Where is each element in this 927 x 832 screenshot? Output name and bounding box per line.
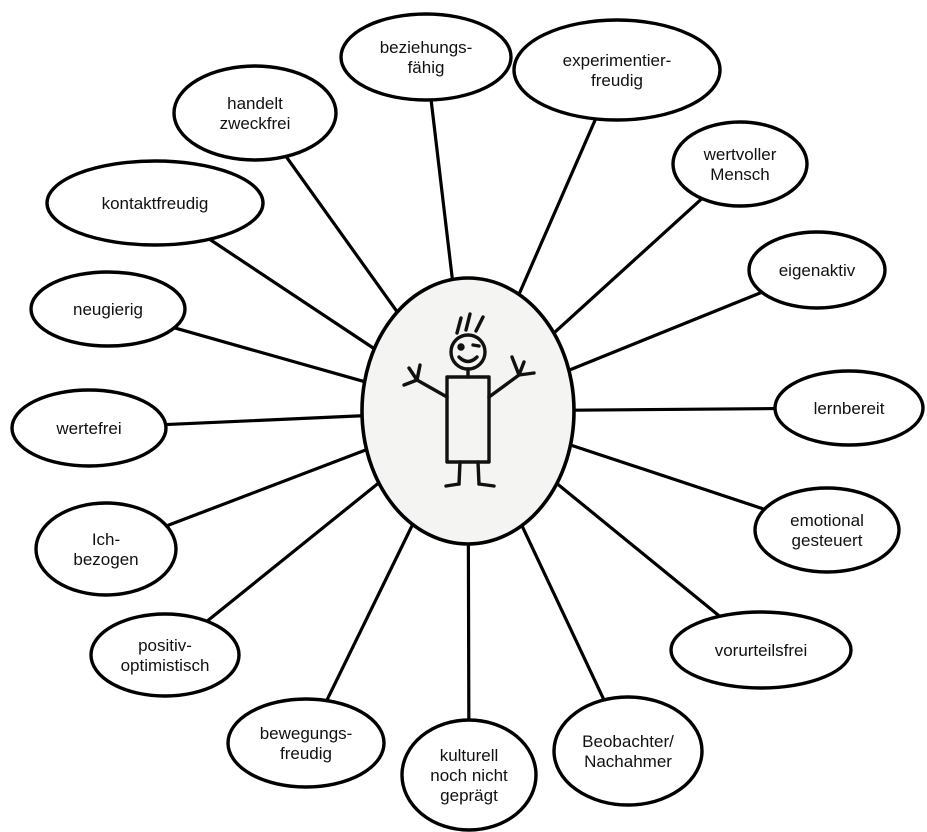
connector-line-emotional-gesteuert bbox=[568, 443, 767, 511]
node-beobachter-nachahmer: Beobachter/Nachahmer bbox=[552, 695, 704, 807]
connector-line-vorurteilsfrei bbox=[555, 481, 722, 618]
connector-lines bbox=[164, 98, 777, 722]
node-ellipse bbox=[226, 697, 386, 789]
node-ellipse bbox=[10, 388, 168, 468]
node-experimentierfreudig: experimentier-freudig bbox=[512, 18, 722, 122]
node-ellipse bbox=[669, 610, 853, 690]
node-label-line: kulturell bbox=[440, 746, 499, 765]
center-node bbox=[360, 276, 576, 546]
node-bewegungsfreudig: bewegungs-freudig bbox=[226, 697, 386, 789]
node-label-line: positiv- bbox=[138, 636, 192, 655]
node-label-line: kontaktfreudig bbox=[102, 194, 209, 213]
node-ellipse bbox=[671, 120, 809, 208]
node-ellipse bbox=[400, 718, 538, 832]
node-label-line: bezogen bbox=[73, 550, 138, 569]
connector-line-handelt-zweckfrei bbox=[284, 154, 399, 314]
node-label-line: Mensch bbox=[710, 165, 770, 184]
connector-line-beziehungsfaehig bbox=[429, 98, 454, 282]
center-ellipse bbox=[360, 276, 576, 546]
node-positiv-optimistisch: positiv-optimistisch bbox=[89, 612, 241, 698]
node-ellipse bbox=[552, 695, 704, 807]
node-vorurteilsfrei: vorurteilsfrei bbox=[669, 610, 853, 690]
node-label-line: wertefrei bbox=[55, 419, 121, 438]
node-wertefrei: wertefrei bbox=[10, 388, 168, 468]
node-label-line: Ich- bbox=[92, 530, 120, 549]
node-label-line: wertvoller bbox=[703, 145, 777, 164]
child-stick-figure-icon bbox=[402, 312, 536, 488]
connector-line-positiv-optimistisch bbox=[205, 481, 381, 623]
node-ellipse bbox=[29, 270, 187, 348]
node-label-line: fähig bbox=[408, 58, 445, 77]
node-ellipse bbox=[45, 159, 265, 247]
connector-line-ich-bezogen bbox=[164, 448, 369, 528]
node-label-line: zweckfrei bbox=[220, 114, 291, 133]
node-label-line: experimentier- bbox=[563, 51, 672, 70]
node-ellipse bbox=[753, 486, 901, 574]
node-ellipse bbox=[773, 369, 925, 447]
node-label-line: vorurteilsfrei bbox=[715, 641, 808, 660]
connector-line-lernbereit bbox=[572, 406, 777, 412]
node-kontaktfreudig: kontaktfreudig bbox=[45, 159, 265, 247]
node-lernbereit: lernbereit bbox=[773, 369, 925, 447]
node-label-line: Nachahmer bbox=[584, 752, 672, 771]
node-ellipse bbox=[512, 18, 722, 122]
connector-line-bewegungsfreudig bbox=[325, 522, 415, 703]
connector-line-beobachter-nachahmer bbox=[520, 523, 606, 702]
node-label-line: optimistisch bbox=[121, 656, 210, 675]
node-label-line: neugierig bbox=[73, 300, 143, 319]
node-label-line: freudig bbox=[591, 71, 643, 90]
node-label-line: geprägt bbox=[440, 786, 498, 805]
connector-line-experimentierfreudig bbox=[517, 117, 598, 296]
node-ellipse bbox=[34, 501, 178, 597]
node-label-line: lernbereit bbox=[814, 399, 885, 418]
node-beziehungsfaehig: beziehungs-fähig bbox=[339, 12, 513, 102]
node-label-line: freudig bbox=[280, 744, 332, 763]
node-ellipse bbox=[747, 230, 887, 310]
node-label-line: gesteuert bbox=[792, 531, 863, 550]
connector-line-eigenaktiv bbox=[567, 290, 764, 372]
node-eigenaktiv: eigenaktiv bbox=[747, 230, 887, 310]
node-ellipse bbox=[339, 12, 513, 102]
connector-line-neugierig bbox=[172, 326, 367, 384]
connector-line-wertvoller-mensch bbox=[552, 196, 704, 335]
connector-line-kontaktfreudig bbox=[207, 237, 376, 351]
node-label-line: handelt bbox=[227, 94, 283, 113]
node-ellipse bbox=[89, 612, 241, 698]
node-label-line: noch nicht bbox=[430, 766, 508, 785]
node-ellipse bbox=[172, 64, 338, 162]
node-neugierig: neugierig bbox=[29, 270, 187, 348]
node-ich-bezogen: Ich-bezogen bbox=[34, 501, 178, 597]
node-label-line: eigenaktiv bbox=[779, 261, 856, 280]
node-label-line: Beobachter/ bbox=[582, 732, 674, 751]
connector-line-wertefrei bbox=[164, 414, 364, 427]
node-label-line: emotional bbox=[790, 511, 864, 530]
node-label-line: beziehungs- bbox=[380, 38, 473, 57]
node-label-line: bewegungs- bbox=[260, 724, 353, 743]
